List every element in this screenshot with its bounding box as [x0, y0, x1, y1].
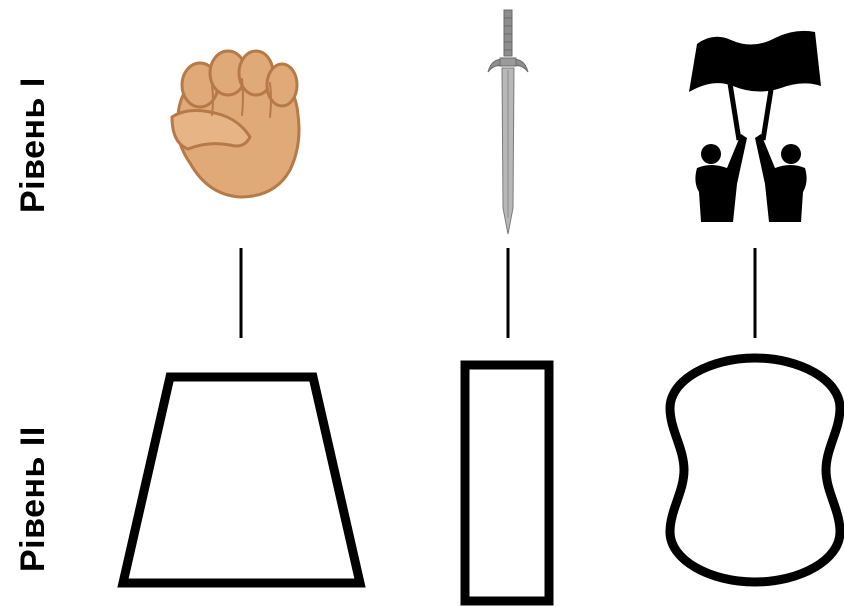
rectangle-shape [465, 365, 549, 601]
rounded-waist-shape [670, 358, 840, 582]
trapezoid-shape [123, 377, 360, 583]
